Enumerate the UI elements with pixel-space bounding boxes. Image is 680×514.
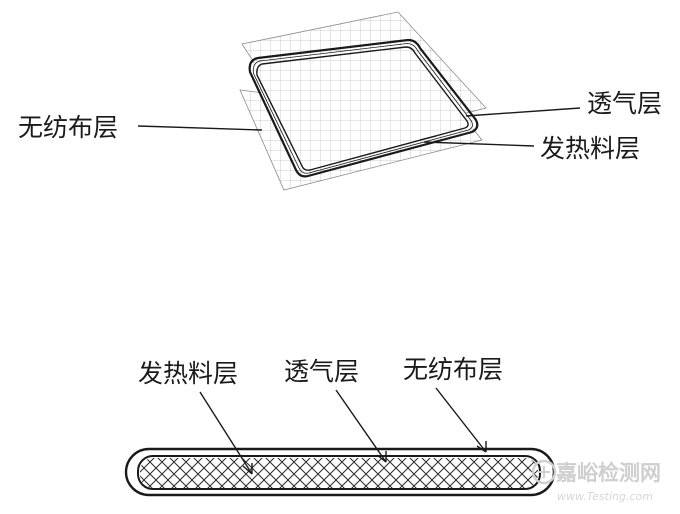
leader-breathable-top [465,107,581,117]
watermark-logo-icon [531,459,557,485]
pad-cross-section [124,447,556,497]
label-heating-section: 发热料层 [138,359,238,388]
pad-frame-inner [256,46,469,171]
watermark-cn: 嘉峪检测网 [556,461,661,485]
label-nonwoven-section: 无纺布层 [403,355,503,384]
leader-nonwoven-section [435,387,487,453]
watermark-en: www.Testing.com [557,490,653,503]
label-breathable-section: 透气层 [284,357,359,386]
leader-nonwoven-top [137,125,263,131]
label-nonwoven-top: 无纺布层 [18,113,118,142]
section-heating-fill [140,458,538,488]
label-heating-top: 发热料层 [540,134,640,163]
pad-perspective-view [239,11,487,191]
leader-heating-section [199,391,253,475]
label-breathable-top: 透气层 [587,89,662,118]
leader-heating-top [423,141,535,147]
watermark: 嘉峪检测网 www.Testing.com [531,459,661,503]
pad-frame-outer [248,38,479,178]
leader-breathable-section [335,389,387,463]
